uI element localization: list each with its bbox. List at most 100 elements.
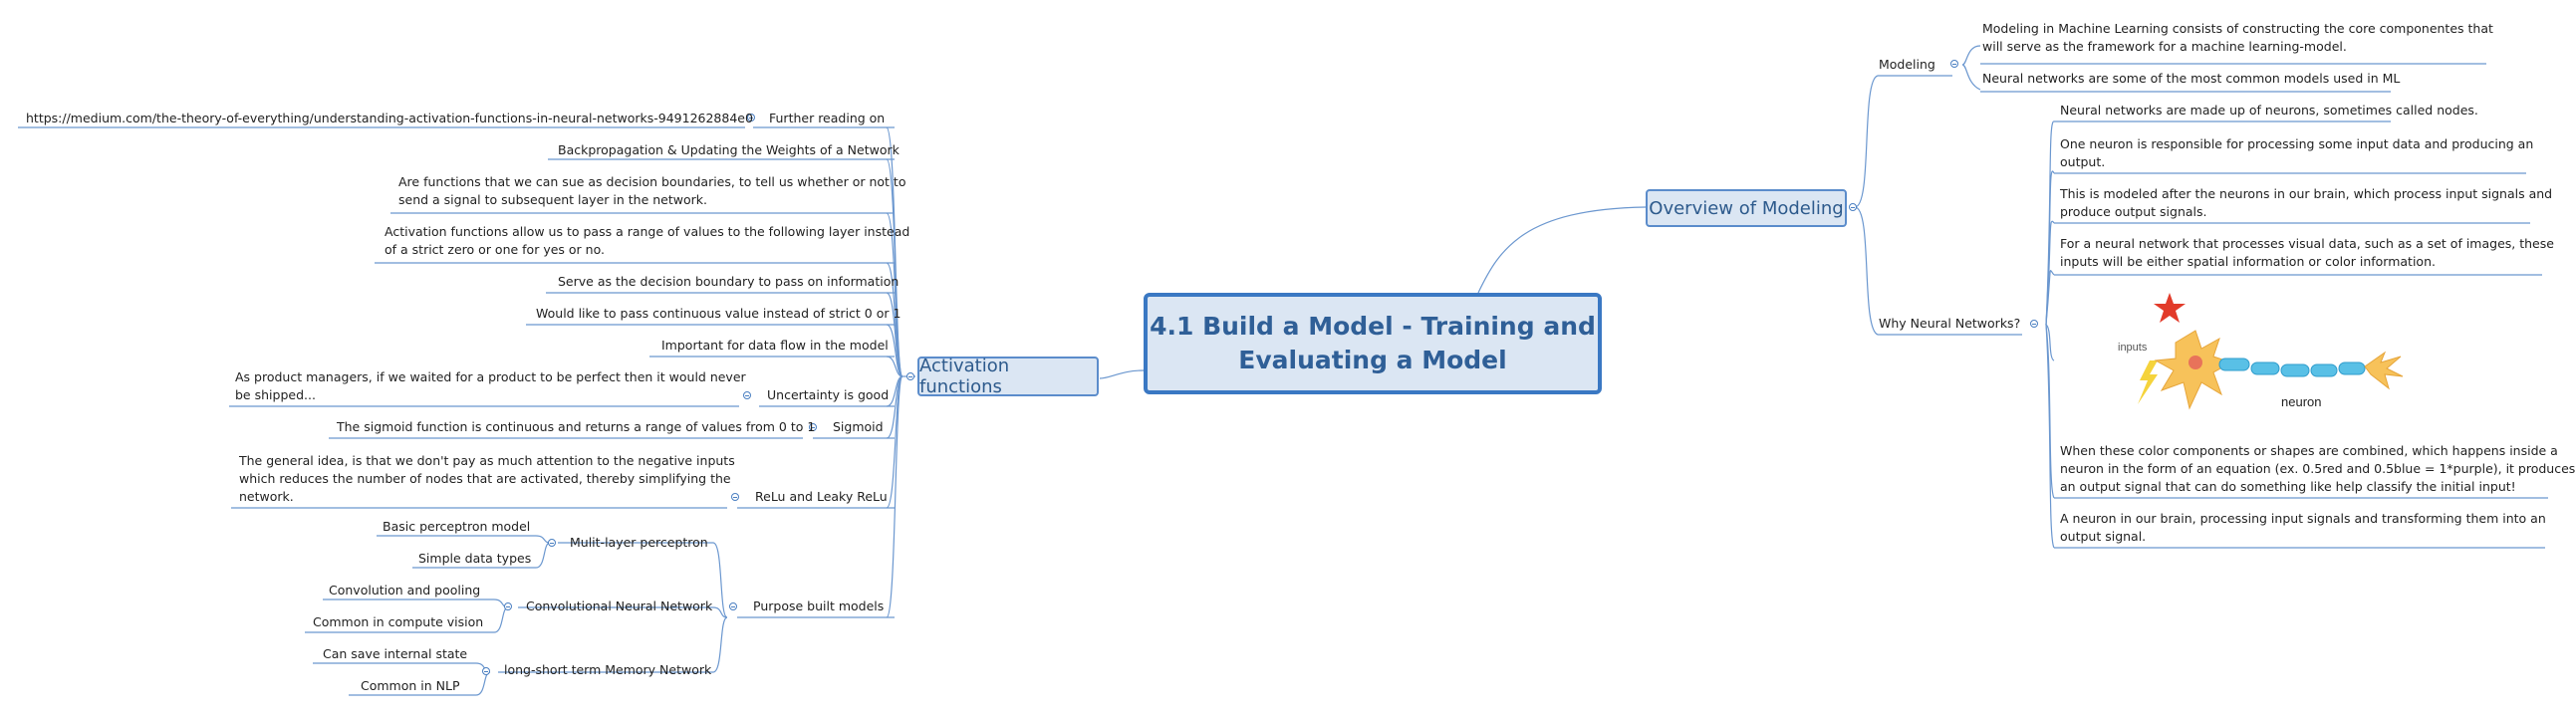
topic-lstm[interactable]: long-short term Memory Network	[504, 661, 711, 679]
why-note-2-line1: One neuron is responsible for processing…	[2060, 136, 2534, 151]
why-note-5[interactable]: When these color components or shapes ar…	[2060, 442, 2575, 496]
mlp-item-1[interactable]: Basic perceptron model	[383, 518, 530, 536]
mlp-item-2-text: Simple data types	[418, 551, 532, 566]
sigmoid-label: Sigmoid	[833, 419, 884, 434]
lstm-label: long-short term Memory Network	[504, 662, 712, 677]
cnn-collapse-icon[interactable]	[504, 602, 512, 610]
purpose-built-label: Purpose built models	[753, 598, 885, 613]
uncertainty-note[interactable]: As product managers, if we waited for a …	[235, 368, 746, 404]
mlp-collapse-icon[interactable]	[548, 539, 556, 547]
sigmoid-note-text: The sigmoid function is continuous and r…	[337, 419, 816, 434]
note-boundaries-line2: send a signal to subsequent layer in the…	[398, 192, 707, 207]
sigmoid-note[interactable]: The sigmoid function is continuous and r…	[337, 418, 815, 436]
neuron-label: neuron	[2281, 394, 2321, 409]
note-continuous-text: Would like to pass continuous value inst…	[536, 306, 902, 321]
modeling-note-1-line1: Modeling in Machine Learning consists of…	[1982, 21, 2493, 36]
why-note-5-line3: an output signal that can do something l…	[2060, 479, 2516, 494]
note-decision-boundaries[interactable]: Are functions that we can sue as decisio…	[398, 173, 906, 209]
central-topic[interactable]: 4.1 Build a Model - Training and Evaluat…	[1144, 293, 1602, 394]
topic-purpose-built[interactable]: Purpose built models	[753, 598, 884, 615]
note-continuous[interactable]: Would like to pass continuous value inst…	[536, 305, 901, 323]
relu-note-line2: which reduces the number of nodes that a…	[239, 471, 731, 486]
note-range[interactable]: Activation functions allow us to pass a …	[385, 223, 909, 259]
note-serve-text: Serve as the decision boundary to pass o…	[558, 274, 900, 289]
why-note-2[interactable]: One neuron is responsible for processing…	[2060, 135, 2533, 171]
why-note-1[interactable]: Neural networks are made up of neurons, …	[2060, 102, 2478, 120]
cnn-label: Convolutional Neural Network	[526, 598, 713, 613]
why-note-2-line2: output.	[2060, 154, 2106, 169]
note-serve[interactable]: Serve as the decision boundary to pass o…	[558, 273, 899, 291]
uncertainty-label: Uncertainty is good	[767, 387, 890, 402]
further-reading-collapse-icon[interactable]	[747, 114, 755, 121]
cnn-item-1[interactable]: Convolution and pooling	[329, 582, 480, 599]
note-backprop-text: Backpropagation & Updating the Weights o…	[558, 142, 900, 157]
topic-modeling-label: Modeling	[1879, 57, 1935, 72]
relu-note-line3: network.	[239, 489, 294, 504]
topic-mlp[interactable]: Mulit-layer perceptron	[570, 534, 708, 552]
why-collapse-icon[interactable]	[2030, 320, 2038, 328]
cnn-item-1-text: Convolution and pooling	[329, 583, 481, 598]
relu-label: ReLu and Leaky ReLu	[755, 489, 888, 504]
cnn-item-2[interactable]: Common in compute vision	[313, 613, 483, 631]
overview-collapse-icon[interactable]	[1849, 203, 1857, 211]
branch-activation-functions[interactable]: Activation functions	[917, 356, 1099, 397]
topic-why-neural-networks[interactable]: Why Neural Networks?	[1879, 315, 2020, 333]
why-note-3-line1: This is modeled after the neurons in our…	[2060, 186, 2553, 201]
uncertainty-note-line1: As product managers, if we waited for a …	[235, 369, 746, 384]
lstm-item-2-text: Common in NLP	[361, 678, 460, 693]
purpose-built-collapse-icon[interactable]	[729, 602, 737, 610]
sigmoid-collapse-icon[interactable]	[809, 423, 817, 431]
neuron-illustration: inputs neuron	[2118, 293, 2404, 410]
further-reading-url-text: https://medium.com/the-theory-of-everyth…	[26, 111, 753, 125]
topic-sigmoid[interactable]: Sigmoid	[833, 418, 884, 436]
note-range-line2: of a strict zero or one for yes or no.	[385, 242, 605, 257]
why-note-4[interactable]: For a neural network that processes visu…	[2060, 235, 2554, 271]
why-note-5-line1: When these color components or shapes ar…	[2060, 443, 2558, 458]
why-note-5-line2: neuron in the form of an equation (ex. 0…	[2060, 461, 2576, 476]
topic-uncertainty[interactable]: Uncertainty is good	[767, 386, 889, 404]
cnn-item-2-text: Common in compute vision	[313, 614, 484, 629]
central-topic-line2: Evaluating a Model	[1238, 346, 1507, 374]
why-note-3-line2: produce output signals.	[2060, 204, 2207, 219]
modeling-note-1[interactable]: Modeling in Machine Learning consists of…	[1982, 20, 2493, 56]
note-important[interactable]: Important for data flow in the model	[661, 337, 889, 355]
further-reading-url[interactable]: https://medium.com/the-theory-of-everyth…	[26, 110, 753, 127]
lstm-item-2[interactable]: Common in NLP	[361, 677, 460, 695]
modeling-collapse-icon[interactable]	[1950, 60, 1958, 68]
lstm-collapse-icon[interactable]	[482, 667, 490, 675]
branch-activation-label: Activation functions	[919, 356, 1010, 397]
topic-cnn[interactable]: Convolutional Neural Network	[526, 598, 712, 615]
lightning-icon	[2138, 360, 2158, 404]
topic-modeling[interactable]: Modeling	[1879, 56, 1935, 74]
branch-overview-of-modeling[interactable]: Overview of Modeling	[1646, 189, 1847, 227]
why-note-3[interactable]: This is modeled after the neurons in our…	[2060, 185, 2552, 221]
central-topic-line1: 4.1 Build a Model - Training and	[1150, 312, 1596, 341]
topic-relu[interactable]: ReLu and Leaky ReLu	[755, 488, 888, 506]
note-important-text: Important for data flow in the model	[661, 338, 889, 353]
uncertainty-collapse-icon[interactable]	[743, 391, 751, 399]
modeling-note-1-line2: will serve as the framework for a machin…	[1982, 39, 2347, 54]
lstm-item-1[interactable]: Can save internal state	[323, 645, 467, 663]
why-note-6-line2: output signal.	[2060, 529, 2147, 544]
relu-note-line1: The general idea, is that we don't pay a…	[239, 453, 735, 468]
inputs-label: inputs	[2118, 342, 2148, 354]
why-note-1-line1: Neural networks are made up of neurons, …	[2060, 103, 2478, 118]
note-range-line1: Activation functions allow us to pass a …	[385, 224, 910, 239]
mlp-label: Mulit-layer perceptron	[570, 535, 708, 550]
star-icon	[2154, 293, 2186, 323]
uncertainty-note-line2: be shipped...	[235, 387, 316, 402]
relu-collapse-icon[interactable]	[731, 493, 739, 501]
mlp-item-2[interactable]: Simple data types	[418, 550, 531, 568]
mlp-item-1-text: Basic perceptron model	[383, 519, 531, 534]
relu-note[interactable]: The general idea, is that we don't pay a…	[239, 452, 735, 506]
why-note-4-line1: For a neural network that processes visu…	[2060, 236, 2554, 251]
activation-collapse-icon[interactable]	[906, 372, 914, 380]
why-note-6-line1: A neuron in our brain, processing input …	[2060, 511, 2546, 526]
topic-further-reading[interactable]: Further reading on	[769, 110, 885, 127]
note-backprop[interactable]: Backpropagation & Updating the Weights o…	[558, 141, 900, 159]
modeling-note-2[interactable]: Neural networks are some of the most com…	[1982, 70, 2400, 88]
neuron-cell	[2154, 330, 2233, 410]
why-note-6[interactable]: A neuron in our brain, processing input …	[2060, 510, 2546, 546]
note-boundaries-line1: Are functions that we can sue as decisio…	[398, 174, 906, 189]
topic-why-label: Why Neural Networks?	[1879, 316, 2021, 331]
